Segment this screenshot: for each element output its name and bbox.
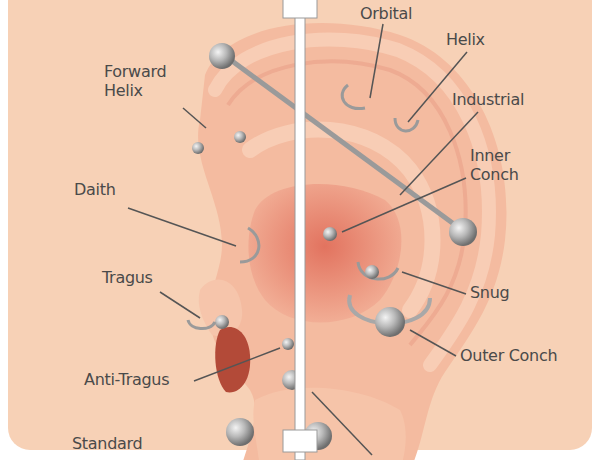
part-label: Snug xyxy=(470,283,509,302)
part-label: Standard xyxy=(72,434,142,453)
part-label: Inner Conch xyxy=(470,146,536,184)
part-label: Forward Helix xyxy=(104,62,190,100)
part-label: Helix xyxy=(446,30,485,49)
part-label: Orbital xyxy=(360,4,412,23)
part-label: Outer Conch xyxy=(460,346,557,365)
part-label: Anti-Tragus xyxy=(84,370,169,389)
part-label: Daith xyxy=(74,180,116,199)
part-label: Industrial xyxy=(452,90,524,109)
part-label: Tragus xyxy=(102,268,153,287)
